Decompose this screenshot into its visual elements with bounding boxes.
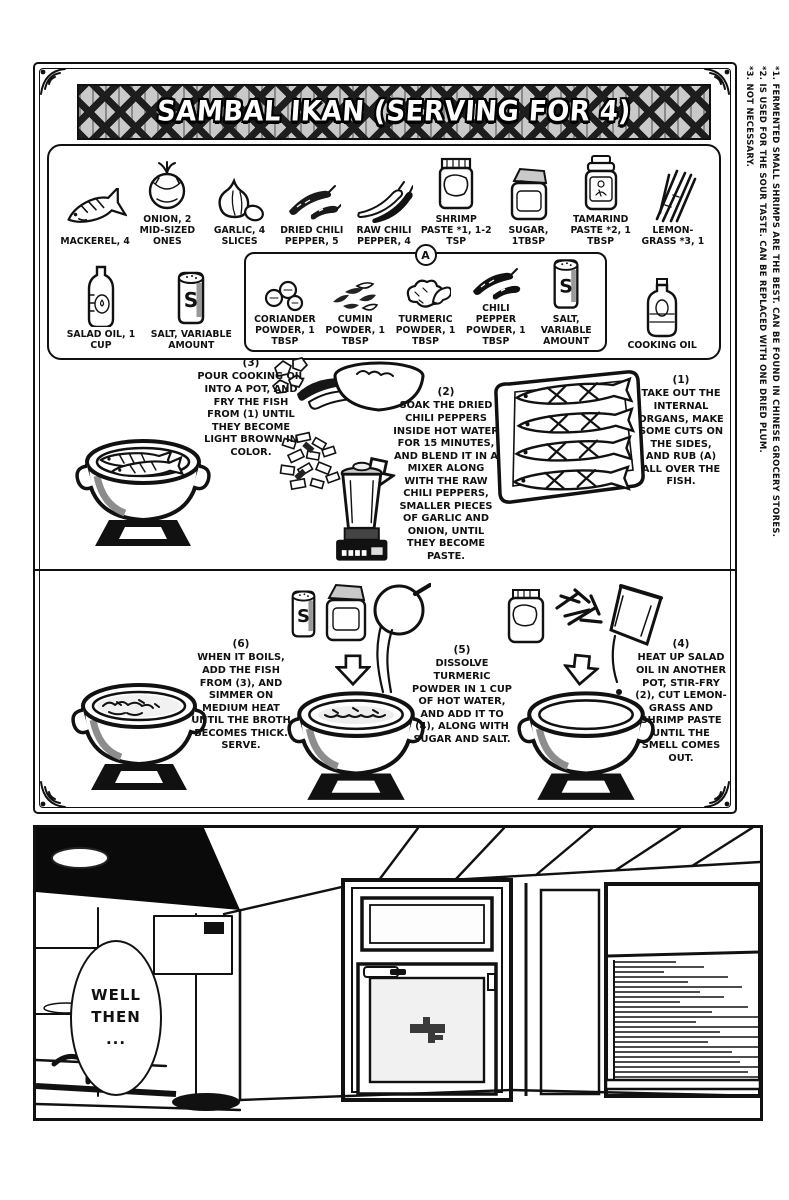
shrimp-paste-jar-icon bbox=[439, 158, 474, 210]
cut-lemongrass-icon bbox=[555, 588, 603, 626]
garlic-icon bbox=[217, 177, 264, 222]
right-window bbox=[604, 882, 760, 1098]
ingredient-cooking-oil: COOKING OIL bbox=[613, 250, 711, 352]
ingredient-onion: ONION, 2 MID-SIZED ONES bbox=[131, 152, 203, 248]
corner-flourish-icon bbox=[40, 781, 66, 808]
simmering-pot-illustration bbox=[69, 664, 209, 796]
kitchen-door bbox=[341, 878, 513, 1102]
title-banner: SAMBAL IKAN (SERVING FOR 4) bbox=[77, 84, 711, 140]
step-6-text: (6) WHEN IT BOILS, ADD THE FISH FROM (3)… bbox=[191, 638, 291, 752]
turmeric-icon bbox=[406, 279, 451, 308]
salad-oil-bottle-icon bbox=[87, 265, 115, 328]
shrimp-paste-jar-icon bbox=[507, 589, 545, 644]
ingredient-lemongrass: LEMON-GRASS *3, 1 bbox=[637, 152, 709, 248]
fish-tray-illustration bbox=[494, 370, 645, 504]
footnote-1: *1. FERMENTED SMALL SHRIMPS ARE THE BEST… bbox=[771, 66, 781, 538]
step-5-text: (5) DISSOLVE TURMERIC POWDER IN 1 CUP OF… bbox=[412, 644, 512, 745]
section-divider bbox=[35, 569, 735, 571]
ingredient-cumin: CUMIN POWDER, 1 TBSP bbox=[320, 256, 390, 348]
door-logo bbox=[410, 1017, 445, 1043]
ingredient-mackerel: MACKEREL, 4 bbox=[59, 152, 131, 248]
tray-fish bbox=[512, 376, 636, 491]
floor-lines bbox=[36, 1088, 760, 1112]
kitchen-panel: WELL THEN ... bbox=[33, 825, 763, 1121]
blender-prep-illustration bbox=[271, 357, 425, 561]
raw-chili-icon bbox=[357, 181, 413, 224]
ladle-icon bbox=[373, 583, 431, 694]
speech-bubble: WELL THEN ... bbox=[70, 940, 162, 1096]
window-blinds bbox=[614, 961, 758, 1078]
salt-shaker-icon bbox=[549, 256, 583, 312]
ingredient-chili-powder: CHILI PEPPER POWDER, 1 TBSP bbox=[461, 256, 531, 348]
season-pot-illustration bbox=[281, 583, 431, 804]
ingredient-garlic: GARLIC, 4 SLICES bbox=[203, 152, 275, 248]
salt-shaker-icon bbox=[173, 269, 209, 327]
ingredient-salt: SALT, VARIABLE AMOUNT bbox=[145, 250, 238, 352]
pouring-jug-icon bbox=[609, 584, 663, 695]
ingredient-raw-chili: RAW CHILI PEPPER, 4 bbox=[348, 152, 420, 248]
step-1-text: (1) TAKE OUT THE INTERNAL ORGANS, MAKE S… bbox=[638, 374, 724, 488]
footnote-2: *2. IS USED FOR THE SOUR TASTE. CAN BE R… bbox=[758, 66, 768, 453]
ingredient-turmeric: TURMERIC POWDER, 1 TBSP bbox=[390, 256, 460, 348]
ingredients-row-1: MACKEREL, 4 ONION, 2 MID-SIZED ONES GARL… bbox=[49, 146, 719, 248]
step-3-text: (3) POUR COOKING OIL INTO A POT, AND FRY… bbox=[197, 357, 305, 458]
step-4-text: (4) HEAT UP SALAD OIL IN ANOTHER POT, ST… bbox=[635, 638, 727, 764]
ingredient-salad-oil: SALAD OIL, 1 CUP bbox=[57, 250, 145, 352]
ingredients-box: MACKEREL, 4 ONION, 2 MID-SIZED ONES GARL… bbox=[47, 144, 721, 360]
ingredient-tamarind: TAMARIND PASTE *2, 1 TBSP bbox=[565, 152, 637, 248]
group-a-box: A CORIANDER POWDER, 1 TBSP CUMIN POWDER,… bbox=[243, 244, 608, 352]
footnote-3: *3. NOT NECESSARY. bbox=[745, 66, 755, 168]
kitchen-scene bbox=[36, 828, 760, 1112]
sugar-bag-icon bbox=[511, 168, 548, 221]
recipe-panel: SAMBAL IKAN (SERVING FOR 4) MACKEREL, 4 … bbox=[33, 62, 737, 814]
speech-bubble-text: WELL THEN ... bbox=[91, 986, 141, 1048]
corner-flourish-icon bbox=[40, 68, 66, 95]
coriander-icon bbox=[264, 280, 303, 312]
mackerel-icon bbox=[67, 188, 128, 223]
ceiling-lines bbox=[222, 828, 760, 916]
tamarind-jar-icon bbox=[584, 155, 617, 211]
recipe-title: SAMBAL IKAN (SERVING FOR 4) bbox=[155, 95, 633, 129]
window-sill bbox=[604, 1078, 760, 1091]
cooking-oil-bottle-icon bbox=[646, 278, 678, 338]
ingredient-shrimp-paste: SHRIMP PASTE *1, 1-2 TSP bbox=[420, 152, 492, 248]
ingredient-sugar: SUGAR, 1TBSP bbox=[492, 152, 564, 248]
sugar-bag-icon bbox=[325, 583, 367, 642]
corner-flourish-icon bbox=[704, 68, 730, 95]
frying-pot-illustration bbox=[73, 416, 213, 551]
blender-icon bbox=[336, 461, 388, 561]
floor-object bbox=[172, 1093, 240, 1111]
stirfry-pot-illustration bbox=[507, 584, 663, 804]
ingredient-coriander: CORIANDER POWDER, 1 TBSP bbox=[250, 256, 320, 348]
ingredient-salt-a: SALT, VARIABLE AMOUNT bbox=[531, 256, 601, 348]
ingredients-row-2: SALAD OIL, 1 CUP SALT, VARIABLE AMOUNT A… bbox=[49, 244, 719, 358]
dried-chili-icon bbox=[288, 185, 341, 220]
ingredient-dried-chili: DRIED CHILI PEPPER, 5 bbox=[276, 152, 348, 248]
footnote-column: *1. FERMENTED SMALL SHRIMPS ARE THE BEST… bbox=[743, 66, 782, 626]
group-a-label: A bbox=[414, 244, 437, 267]
cumin-icon bbox=[333, 282, 379, 311]
step-2-text: (2) SOAK THE DRIED CHILI PEPPERS INSIDE … bbox=[393, 386, 499, 562]
onion-icon bbox=[149, 161, 186, 210]
chili-powder-icon bbox=[472, 268, 521, 300]
wall-panel bbox=[539, 888, 601, 1096]
range-hood bbox=[36, 828, 240, 910]
lemongrass-icon bbox=[655, 169, 697, 223]
corner-flourish-icon bbox=[704, 781, 730, 808]
